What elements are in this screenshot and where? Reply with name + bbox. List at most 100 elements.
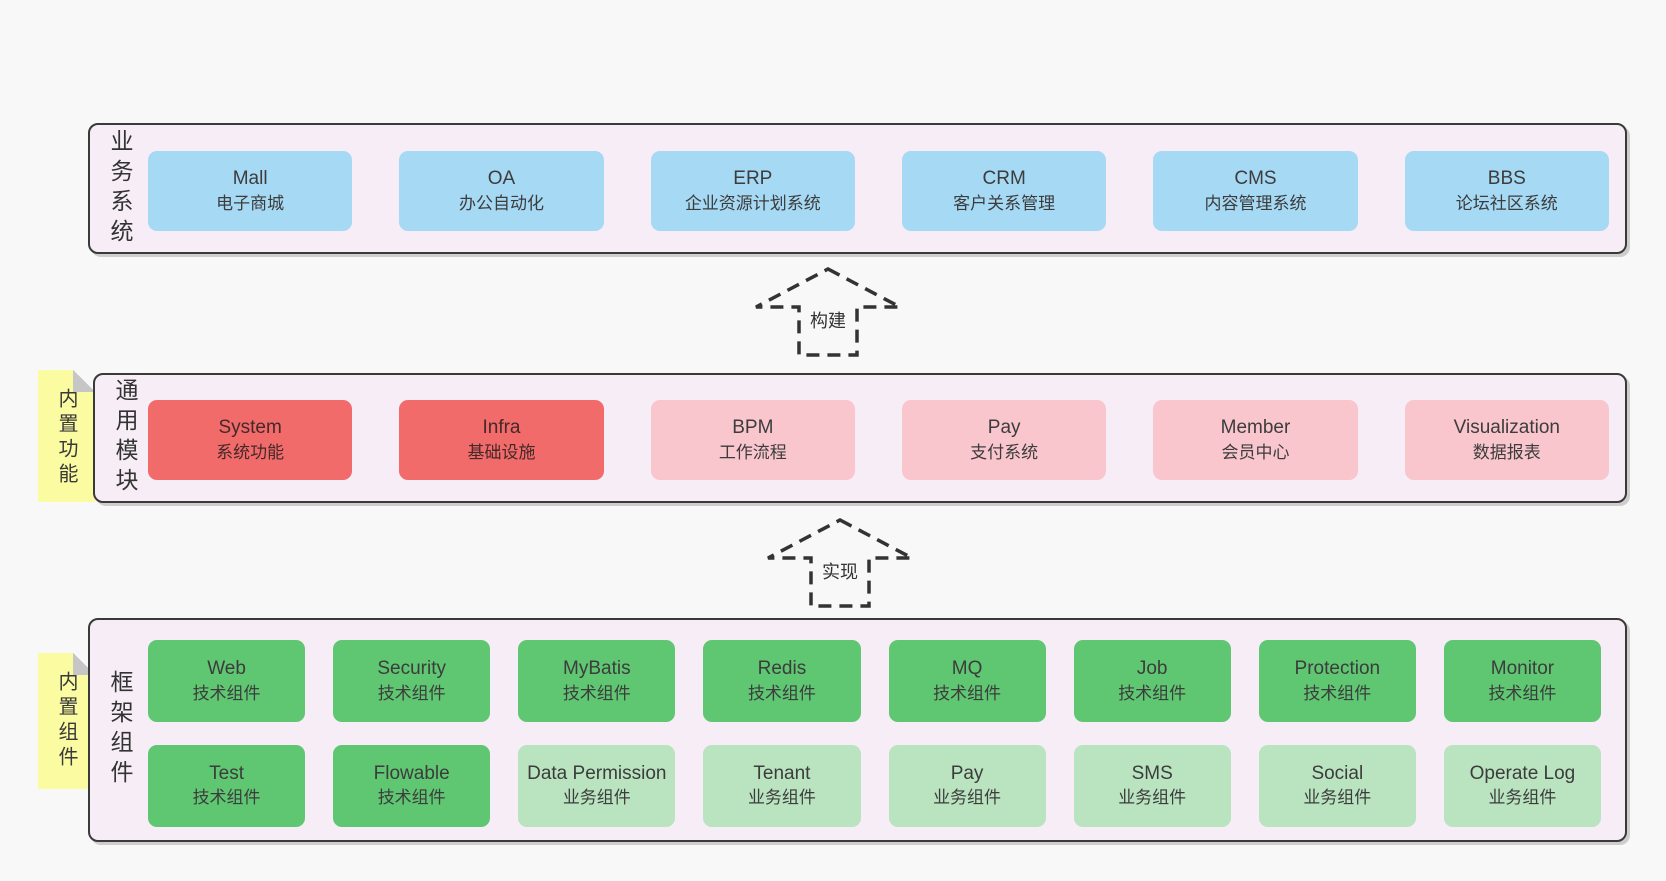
box-visualization: Visualization 数据报表 <box>1404 400 1609 480</box>
arrow-label: 实现 <box>819 555 861 586</box>
box-title: Mall <box>232 168 268 189</box>
arrow-label: 构建 <box>807 304 849 335</box>
box-subtitle: 业务组件 <box>1303 788 1372 807</box>
box-title: BBS <box>1487 168 1526 189</box>
box-title: BPM <box>732 417 774 438</box>
box-bbs: BBS 论坛社区系统 <box>1404 151 1609 231</box>
box-title: Data Permission <box>527 763 667 784</box>
box-subtitle: 技术组件 <box>933 684 1002 703</box>
box-subtitle: 论坛社区系统 <box>1455 194 1558 213</box>
box-job: Job 技术组件 <box>1073 640 1231 722</box>
box-subtitle: 办公自动化 <box>458 194 544 213</box>
box-title: CMS <box>1234 168 1277 189</box>
box-oa: OA 办公自动化 <box>399 151 604 231</box>
layer-label-business-systems: 业务系统 <box>107 128 133 249</box>
box-tenant: Tenant 业务组件 <box>703 745 861 827</box>
build-arrow-icon: 构建 <box>753 266 903 358</box>
box-subtitle: 业务组件 <box>747 788 816 807</box>
box-subtitle: 技术组件 <box>1303 684 1372 703</box>
box-title: Test <box>209 763 244 784</box>
layer-common-modules: 通用模块 System 系统功能 Infra 基础设施 BPM 工作流程 Pay… <box>93 373 1627 503</box>
box-subtitle: 技术组件 <box>192 684 261 703</box>
box-subtitle: 电子商城 <box>216 194 285 213</box>
box-subtitle: 业务组件 <box>1488 788 1557 807</box>
box-test: Test 技术组件 <box>148 745 306 827</box>
layer-business-systems: 业务系统 Mall 电子商城 OA 办公自动化 ERP 企业资源计划系统 CRM… <box>88 123 1627 254</box>
box-pay-component: Pay 业务组件 <box>888 745 1046 827</box>
framework-components-row-1: Web 技术组件 Security 技术组件 MyBatis 技术组件 Redi… <box>148 640 1601 722</box>
box-subtitle: 基础设施 <box>467 443 536 462</box>
box-subtitle: 技术组件 <box>1488 684 1557 703</box>
box-erp: ERP 企业资源计划系统 <box>650 151 855 231</box>
framework-components-row-2: Test 技术组件 Flowable 技术组件 Data Permission … <box>148 745 1601 827</box>
box-subtitle: 会员中心 <box>1221 443 1290 462</box>
box-protection: Protection 技术组件 <box>1258 640 1416 722</box>
box-title: Social <box>1311 763 1364 784</box>
sticky-note-label: 内置功能 <box>55 388 77 488</box>
box-title: MyBatis <box>563 658 631 679</box>
box-security: Security 技术组件 <box>333 640 491 722</box>
box-member: Member 会员中心 <box>1153 400 1358 480</box>
box-crm: CRM 客户关系管理 <box>901 151 1107 231</box>
box-title: CRM <box>982 168 1026 189</box>
box-infra: Infra 基础设施 <box>399 400 604 480</box>
folded-corner-icon <box>73 370 95 392</box>
box-mybatis: MyBatis 技术组件 <box>518 640 676 722</box>
box-subtitle: 技术组件 <box>377 788 446 807</box>
box-subtitle: 技术组件 <box>1118 684 1187 703</box>
box-monitor: Monitor 技术组件 <box>1443 640 1601 722</box>
box-title: Visualization <box>1453 417 1560 438</box>
box-subtitle: 技术组件 <box>562 684 631 703</box>
box-title: Member <box>1220 417 1291 438</box>
box-flowable: Flowable 技术组件 <box>333 745 491 827</box>
box-subtitle: 内容管理系统 <box>1204 194 1307 213</box>
box-subtitle: 业务组件 <box>1118 788 1187 807</box>
box-data-permission: Data Permission 业务组件 <box>518 745 676 827</box>
implement-arrow-icon: 实现 <box>765 517 915 609</box>
box-cms: CMS 内容管理系统 <box>1153 151 1358 231</box>
layer-framework-components: 框架组件 Web 技术组件 Security 技术组件 MyBatis 技术组件… <box>88 618 1627 842</box>
box-subtitle: 业务组件 <box>933 788 1002 807</box>
box-web: Web 技术组件 <box>148 640 306 722</box>
box-subtitle: 技术组件 <box>192 788 261 807</box>
box-title: Infra <box>482 417 521 438</box>
box-mq: MQ 技术组件 <box>888 640 1046 722</box>
box-redis: Redis 技术组件 <box>703 640 861 722</box>
up-block-arrow-icon <box>755 267 901 357</box>
box-title: Flowable <box>373 763 450 784</box>
box-title: ERP <box>733 168 773 189</box>
box-title: SMS <box>1131 763 1173 784</box>
box-title: Security <box>377 658 446 679</box>
box-social: Social 业务组件 <box>1258 745 1416 827</box>
box-title: Job <box>1136 658 1168 679</box>
box-title: Monitor <box>1490 658 1555 679</box>
box-subtitle: 数据报表 <box>1472 443 1541 462</box>
sticky-note-builtin-components: 内置组件 <box>38 653 95 789</box>
box-title: Web <box>207 658 246 679</box>
box-subtitle: 系统功能 <box>216 443 285 462</box>
box-subtitle: 技术组件 <box>377 684 446 703</box>
box-subtitle: 企业资源计划系统 <box>684 194 821 213</box>
box-pay-module: Pay 支付系统 <box>901 400 1107 480</box>
layer-label-common-modules: 通用模块 <box>112 378 138 498</box>
box-subtitle: 工作流程 <box>718 443 787 462</box>
business-systems-row: Mall 电子商城 OA 办公自动化 ERP 企业资源计划系统 CRM 客户关系… <box>148 151 1609 231</box>
box-system: System 系统功能 <box>148 400 353 480</box>
box-title: Redis <box>757 658 807 679</box>
up-block-arrow-icon <box>767 518 913 608</box>
box-title: Protection <box>1294 658 1381 679</box>
box-title: OA <box>487 168 516 189</box>
box-subtitle: 支付系统 <box>970 443 1039 462</box>
box-sms: SMS 业务组件 <box>1073 745 1231 827</box>
box-subtitle: 客户关系管理 <box>953 194 1056 213</box>
box-title: MQ <box>951 658 983 679</box>
box-title: Pay <box>950 763 984 784</box>
sticky-note-builtin-features: 内置功能 <box>38 370 95 502</box>
box-bpm: BPM 工作流程 <box>650 400 855 480</box>
box-title: Operate Log <box>1469 763 1576 784</box>
box-title: Tenant <box>753 763 811 784</box>
box-subtitle: 技术组件 <box>747 684 816 703</box>
box-subtitle: 业务组件 <box>562 788 631 807</box>
box-title: Pay <box>987 417 1021 438</box>
